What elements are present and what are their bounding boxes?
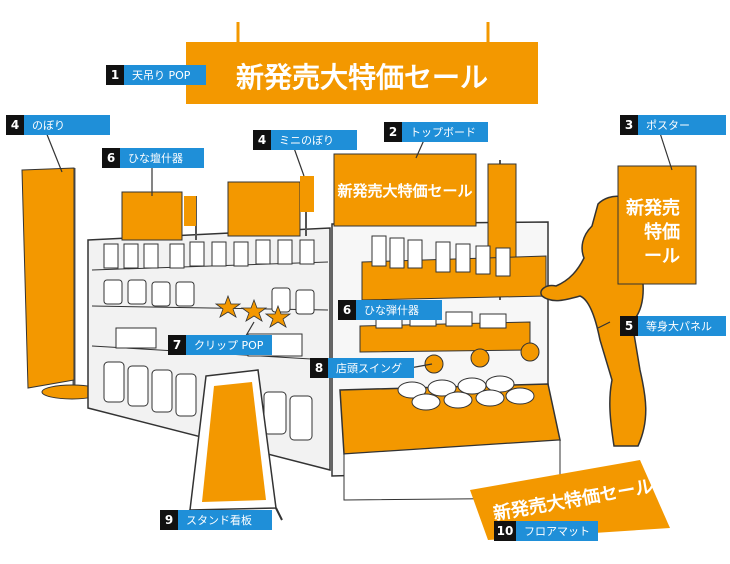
label-text: ポスター [638,115,726,135]
poster-text-2: 特価 [644,222,680,243]
label-text: ミニのぼり [271,130,357,150]
shop-swing-3 [520,342,540,362]
hinadan-left [121,191,183,241]
label-number: 10 [494,521,516,541]
label-text: 天吊り POP [124,65,206,85]
clip-pop-stars [214,294,292,328]
top-board [333,153,477,227]
label-number: 4 [6,115,24,135]
stand-signboard [183,369,283,523]
hinadan-right [227,181,301,237]
poster-text-3: ール [644,246,680,267]
label-text: トップボード [402,122,488,142]
label-number: 8 [310,358,328,378]
box-shelf-3 [115,327,157,349]
bottle-row-top [103,239,315,269]
label-number: 4 [253,130,271,150]
nobori-flag-left [21,167,75,389]
label-number: 6 [338,300,356,320]
label-text: のぼり [24,115,110,135]
label-text: スタンド看板 [178,510,272,530]
label-text: フロアマット [516,521,598,541]
label-number: 1 [106,65,124,85]
leader-lines [45,131,673,369]
label-number: 3 [620,115,638,135]
top-board-text: 新発売大特価セール [337,182,473,200]
shop-swing-2 [470,348,490,368]
poster-text-1: 新発売 [626,198,680,219]
floor-mat [470,460,670,540]
ceiling-pop-board [186,42,538,104]
poster-board [617,165,697,285]
jar-row [103,279,315,315]
label-text: クリップ POP [186,335,272,355]
label-text: ひな壇什器 [120,148,204,168]
mini-nobori-2 [300,176,314,212]
label-text: 店頭スイング [328,358,414,378]
label-number: 6 [102,148,120,168]
label-number: 9 [160,510,178,530]
label-number: 7 [168,335,186,355]
label-number: 2 [384,122,402,142]
label-number: 5 [620,316,638,336]
label-text: 等身大パネル [638,316,726,336]
ceiling-pop-text: 新発売大特価セール [235,61,488,94]
can-row-bottom [103,361,313,441]
mini-nobori-1 [184,196,196,226]
label-text: ひな弾什器 [356,300,442,320]
shop-swing-1 [424,354,444,374]
bottles-gondola [371,235,511,277]
cans-bin [397,375,535,411]
